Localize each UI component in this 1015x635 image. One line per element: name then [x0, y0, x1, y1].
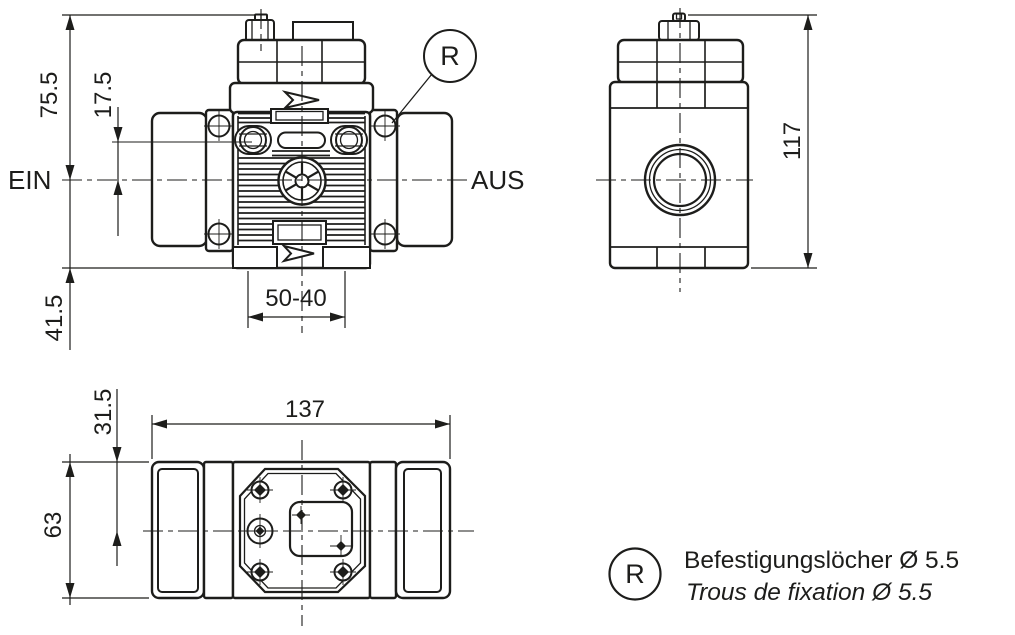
- left-fitting: [234, 125, 272, 155]
- fixing-hole-marker: [247, 559, 273, 585]
- legend-r-label: R: [625, 559, 645, 589]
- top-geometry: [150, 460, 452, 600]
- front-bottom-plate-left: [232, 246, 278, 269]
- side-centerlines: [596, 8, 753, 292]
- inlet-label: EIN: [8, 165, 51, 195]
- right-fitting: [330, 125, 368, 155]
- front-top-block: [292, 21, 354, 41]
- front-view: 75.5 41.5 17.5 50-40 EIN AUS R: [8, 9, 524, 350]
- screw-marker: [330, 535, 352, 557]
- top-left-strip: [202, 460, 235, 600]
- side-knob: [658, 20, 700, 41]
- dimension-63: 63: [40, 454, 149, 605]
- dim-63-label: 63: [40, 512, 67, 539]
- r-callout: R: [391, 29, 477, 124]
- fixing-hole-marker: [247, 477, 273, 503]
- fixing-hole-marker: [330, 559, 356, 585]
- dimension-137: 137: [151, 396, 451, 459]
- dim-137-label: 137: [285, 396, 325, 423]
- screw-marker: [292, 506, 310, 524]
- legend: R Befestigungslöcher Ø 5.5 Trous de fixa…: [608, 547, 959, 606]
- fixing-hole-marker: [330, 477, 356, 503]
- top-center-plate: [288, 500, 354, 558]
- outlet-label: AUS: [471, 165, 524, 195]
- front-centerlines: [62, 9, 470, 333]
- side-geometry: [608, 12, 750, 270]
- legend-text-de: Befestigungslöcher Ø 5.5: [684, 547, 959, 574]
- dimension-50-40: 50-40: [247, 271, 346, 328]
- dimension-117: 117: [688, 14, 817, 269]
- dim-75-5-label: 75.5: [36, 72, 63, 119]
- dimension-31-5: 31.5: [90, 389, 122, 566]
- dim-117-label: 117: [779, 122, 806, 160]
- top-centerlines: [143, 440, 474, 626]
- dim-41-5-label: 41.5: [41, 295, 68, 342]
- dim-50-40-label: 50-40: [265, 285, 326, 312]
- dim-31-5-label: 31.5: [90, 389, 117, 436]
- dimension-41-5: 41.5: [41, 268, 75, 341]
- front-bottom-plate-right: [322, 246, 371, 269]
- mounting-holes: [204, 111, 400, 249]
- dimension-17-5: 17.5: [90, 72, 123, 236]
- r-callout-label: R: [440, 41, 460, 71]
- top-right-strip: [368, 460, 398, 600]
- front-bottom-tab: [272, 220, 327, 245]
- legend-text-fr: Trous de fixation Ø 5.5: [686, 579, 932, 606]
- dimension-75-5: 75.5: [36, 14, 256, 350]
- top-octagon-outer: [238, 467, 367, 594]
- dim-17-5-label: 17.5: [90, 72, 117, 119]
- top-view: 137 63 31.5: [40, 389, 474, 626]
- flow-arrow-bottom-icon: [280, 244, 315, 263]
- side-view: 117: [596, 8, 817, 292]
- legend-r-circle: [608, 547, 662, 601]
